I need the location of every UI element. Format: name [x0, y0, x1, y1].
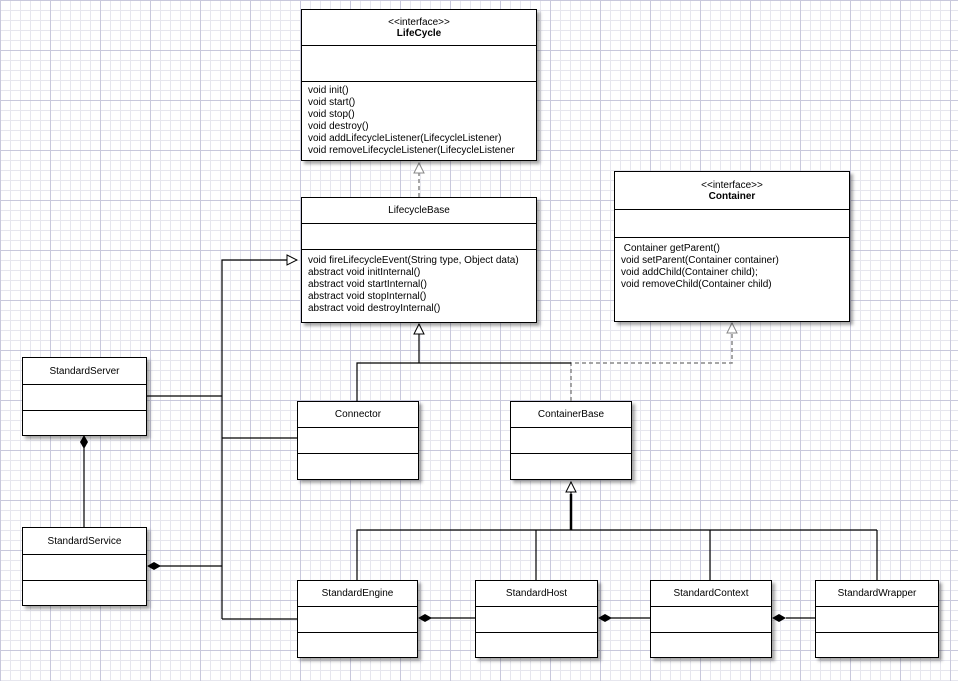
class-header: <<interface>> LifeCycle: [302, 10, 536, 46]
class-header: StandardEngine: [298, 581, 417, 607]
class-standardcontext[interactable]: StandardContext: [650, 580, 772, 658]
method: Container getParent(): [621, 243, 720, 254]
class-standardwrapper[interactable]: StandardWrapper: [815, 580, 939, 658]
class-name: StandardHost: [505, 588, 568, 599]
class-container[interactable]: <<interface>> Container Container getPar…: [614, 171, 850, 322]
method: abstract void stopInternal(): [308, 291, 427, 302]
composition-diamond-engine: [418, 614, 432, 622]
generalization-connector-lifecyclebase: [356, 324, 571, 401]
class-name: LifeCycle: [396, 27, 442, 39]
class-name: StandardService: [47, 535, 122, 547]
method: void addChild(Container child);: [621, 267, 758, 278]
method: void removeLifecycleListener(LifecycleLi…: [308, 145, 515, 156]
method: abstract void initInternal(): [308, 267, 421, 278]
class-lifecyclebase[interactable]: LifecycleBase void fireLifecycleEvent(St…: [301, 197, 537, 323]
class-name: StandardWrapper: [837, 588, 917, 599]
composition-diamond-context: [772, 614, 786, 622]
method: void destroy(): [308, 121, 369, 132]
method: void addLifecycleListener(LifecycleListe…: [308, 133, 502, 144]
class-containerbase[interactable]: ContainerBase: [510, 401, 632, 480]
method: void stop(): [308, 109, 355, 120]
generalization-left-bus: [147, 260, 297, 619]
class-header: <<interface>> Container: [615, 172, 849, 210]
class-header: StandardContext: [651, 581, 771, 607]
method: abstract void destroyInternal(): [308, 303, 441, 314]
class-lifecycle[interactable]: <<interface>> LifeCycle void init() void…: [301, 9, 537, 161]
methods-section: void init() void start() void stop() voi…: [302, 82, 536, 160]
methods-section: [23, 581, 146, 605]
class-name: Container: [708, 190, 756, 202]
class-standardserver[interactable]: StandardServer: [22, 357, 147, 436]
methods-section: Container getParent() void setParent(Con…: [615, 238, 849, 321]
methods-section: void fireLifecycleEvent(String type, Obj…: [302, 250, 536, 322]
class-connector[interactable]: Connector: [297, 401, 419, 480]
class-standardhost[interactable]: StandardHost: [475, 580, 598, 658]
class-header: StandardWrapper: [816, 581, 938, 607]
class-header: ContainerBase: [511, 402, 631, 428]
class-standardengine[interactable]: StandardEngine: [297, 580, 418, 658]
methods-section: [511, 454, 631, 479]
method: abstract void startInternal(): [308, 279, 427, 290]
methods-section: [23, 411, 146, 435]
attributes-section: [298, 428, 418, 454]
stereotype-label: <<interface>>: [701, 179, 763, 191]
composition-diamond-server: [80, 435, 88, 449]
method: void setParent(Container container): [621, 255, 779, 266]
class-name: StandardServer: [49, 365, 120, 377]
attributes-section: [298, 607, 417, 633]
composition-diamond-host: [598, 614, 612, 622]
composition-diamond-service: [147, 562, 161, 570]
attributes-section: [511, 428, 631, 454]
method: void init(): [308, 85, 349, 96]
class-header: StandardServer: [23, 358, 146, 385]
method: void start(): [308, 97, 356, 108]
class-header: LifecycleBase: [302, 198, 536, 224]
realization-containerbase-container: [570, 323, 732, 401]
attributes-section: [23, 385, 146, 411]
attributes-section: [23, 555, 146, 581]
class-name: LifecycleBase: [388, 205, 450, 216]
class-name: StandardEngine: [321, 588, 394, 599]
class-header: StandardService: [23, 528, 146, 555]
class-standardservice[interactable]: StandardService: [22, 527, 147, 606]
class-header: StandardHost: [476, 581, 597, 607]
class-name: Connector: [334, 409, 382, 420]
attributes-section: [651, 607, 771, 633]
attributes-section: [816, 607, 938, 633]
method: void removeChild(Container child): [621, 279, 772, 290]
attributes-section: [615, 210, 849, 238]
attributes-section: [476, 607, 597, 633]
methods-section: [651, 633, 771, 657]
methods-section: [816, 633, 938, 657]
attributes-section: [302, 46, 536, 82]
stereotype-label: <<interface>>: [388, 16, 450, 28]
attributes-section: [302, 224, 536, 250]
method: void fireLifecycleEvent(String type, Obj…: [308, 255, 519, 266]
methods-section: [298, 633, 417, 657]
generalization-children-containerbase: [356, 482, 878, 580]
class-name: ContainerBase: [537, 409, 605, 420]
class-name: StandardContext: [673, 588, 749, 599]
methods-section: [298, 454, 418, 479]
class-header: Connector: [298, 402, 418, 428]
methods-section: [476, 633, 597, 657]
